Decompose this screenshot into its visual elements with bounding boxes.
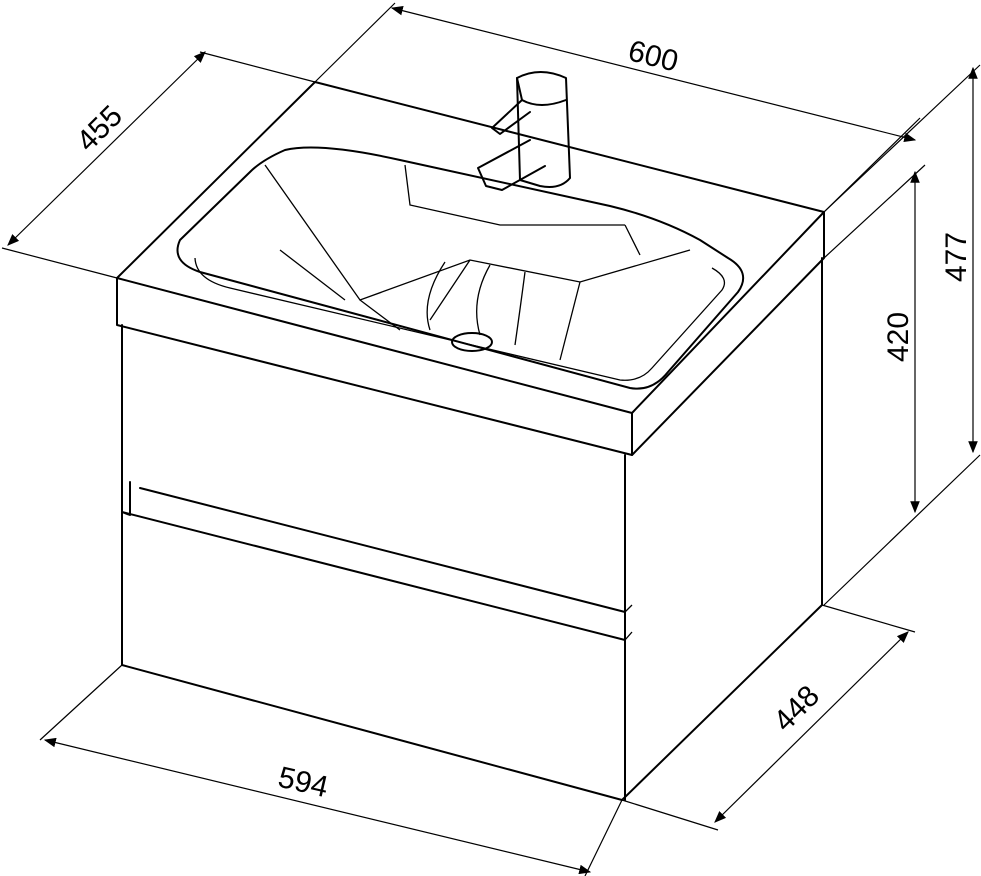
faucet — [477, 71, 571, 191]
countertop — [116, 81, 825, 456]
dimension-cabinet-height: 420 — [882, 311, 916, 363]
basin — [176, 146, 745, 390]
cabinet — [121, 257, 823, 801]
dimension-total-height: 477 — [940, 231, 974, 283]
